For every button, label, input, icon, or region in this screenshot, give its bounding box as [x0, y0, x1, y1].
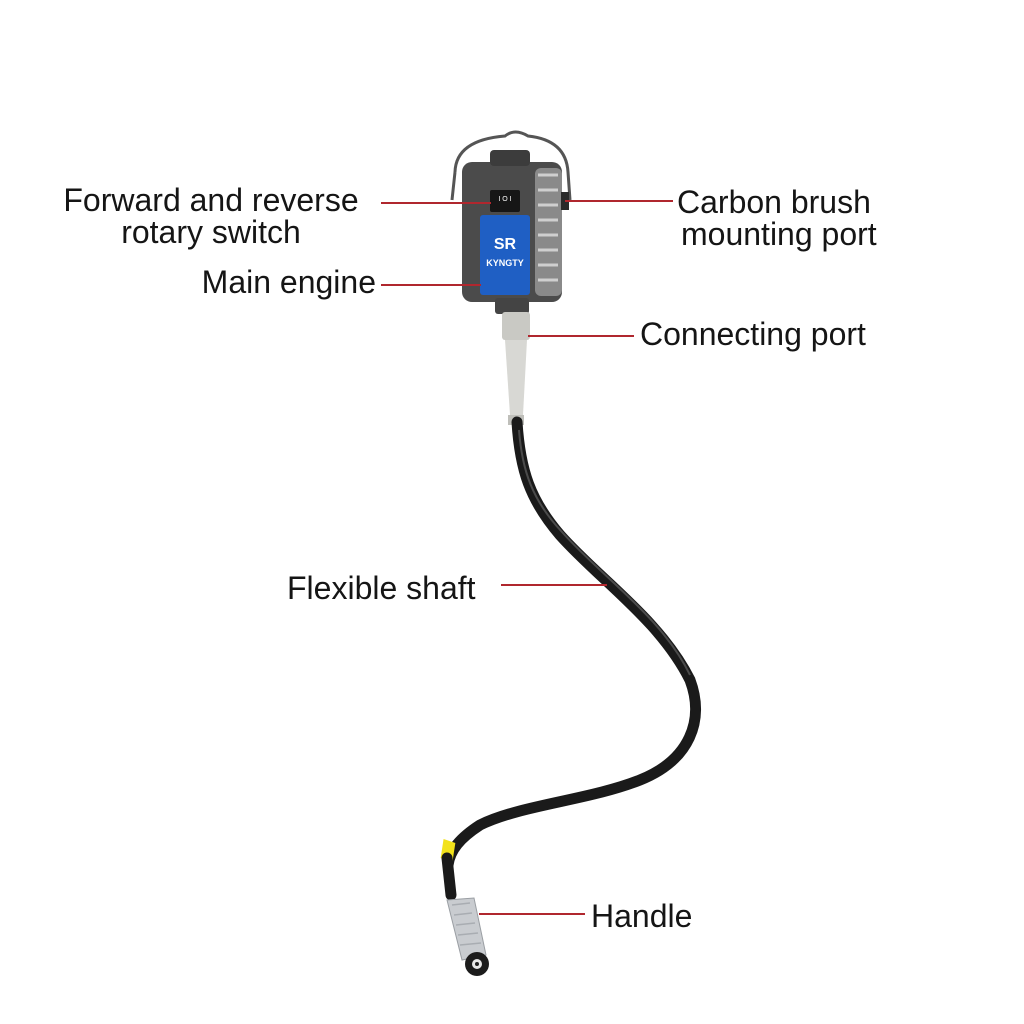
callout-connecting: Connecting port: [640, 316, 866, 352]
hanger-bail: [450, 130, 572, 201]
brand-text: KYNGTY: [486, 258, 524, 268]
connector: [502, 312, 530, 425]
leader-line-carbon: [565, 200, 673, 202]
model-text: SR: [493, 236, 517, 253]
model-label-panel: [480, 215, 530, 295]
handle-piece: [446, 897, 489, 976]
callout-carbon-line2: mounting port: [681, 216, 877, 252]
callout-carbon-line1: Carbon brush: [677, 184, 871, 220]
leader-line-engine: [381, 284, 481, 286]
flexible-shaft: [442, 416, 702, 871]
callout-carbon: Carbon brush mounting port: [677, 186, 877, 250]
leader-line-connecting: [528, 335, 634, 337]
leader-line-switch: [381, 202, 491, 204]
callout-switch: Forward and reverse rotary switch: [44, 184, 378, 248]
leader-line-handle: [479, 913, 585, 915]
callout-shaft: Flexible shaft: [287, 570, 476, 606]
callout-handle: Handle: [591, 898, 693, 934]
callout-switch-line1: Forward and reverse: [63, 182, 359, 218]
callout-engine: Main engine: [201, 264, 376, 300]
rotary-switch: [490, 190, 520, 212]
leader-line-shaft: [501, 584, 607, 586]
switch-text: I O I: [498, 196, 512, 203]
callout-switch-line2: rotary switch: [121, 214, 301, 250]
